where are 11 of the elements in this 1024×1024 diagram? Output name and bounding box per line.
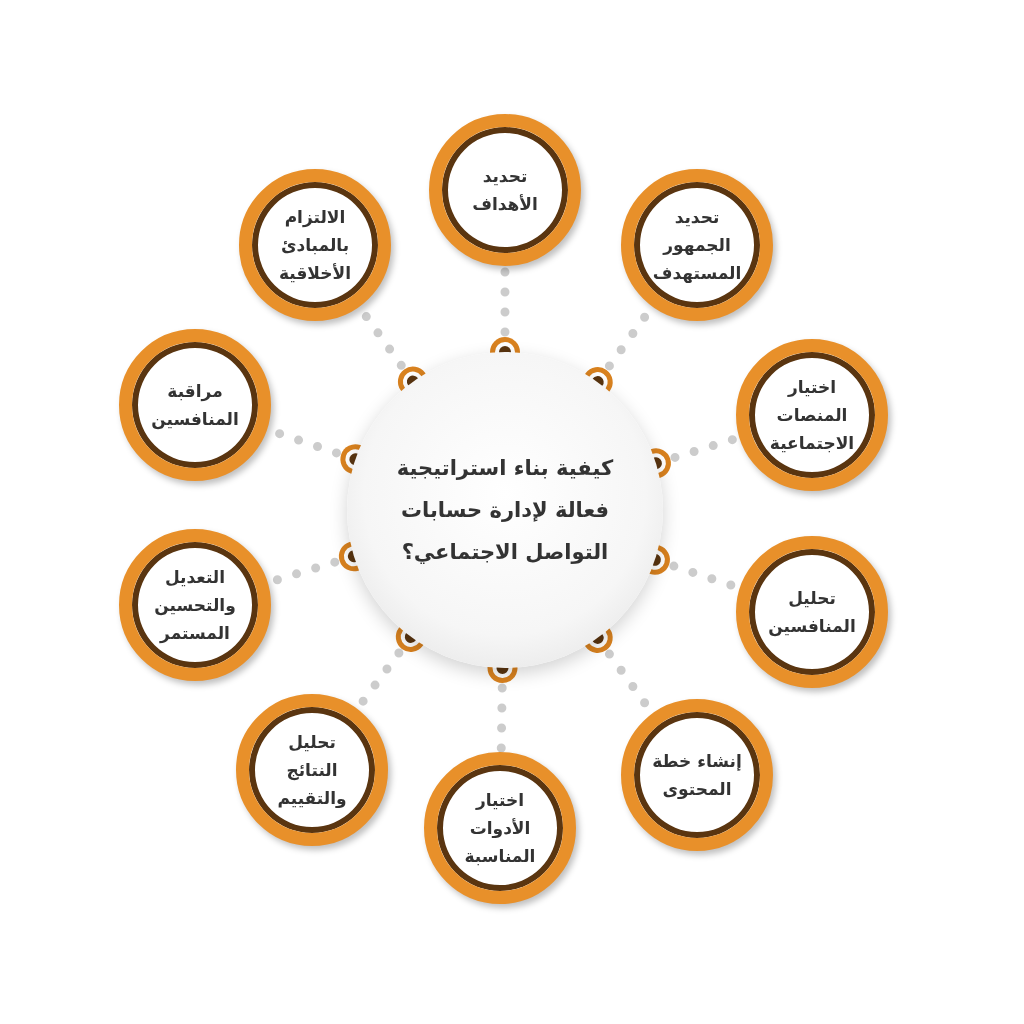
step-label: إنشاء خطة المحتوى: [651, 749, 743, 801]
step-label: اختيار المنصات الاجتماعية: [768, 375, 856, 455]
step-label: التعديل والتحسين المستمر: [153, 565, 237, 646]
step-label: الالتزام بالمبادئ الأخلاقية: [278, 205, 352, 285]
step-label: تحديد الأهداف: [471, 164, 539, 216]
step-label: مراقبة المنافسين: [150, 379, 240, 432]
step-label: تحليل النتائج والتقييم: [276, 730, 348, 810]
center-title: كيفية بناء استراتيجية فعالة لإدارة حسابات التواصل الاجتماعي؟: [395, 455, 615, 566]
step-label: اختيار الأدوات المناسبة: [463, 788, 537, 868]
step-label: تحديد الجمهور المستهدف: [651, 205, 743, 285]
step-label: تحليل المنافسين: [767, 586, 857, 639]
